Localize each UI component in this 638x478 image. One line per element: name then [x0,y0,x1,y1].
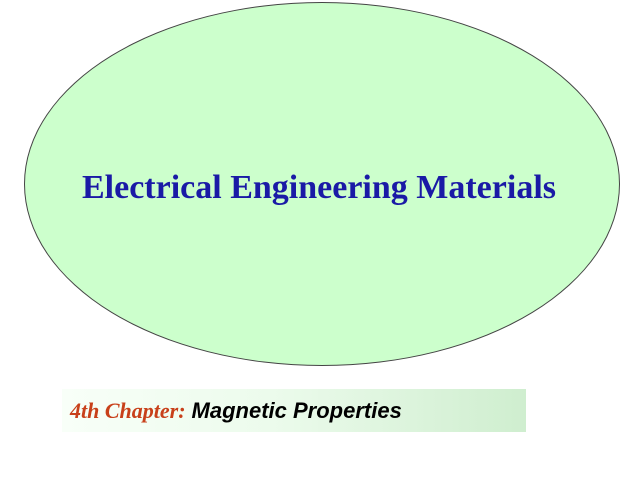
title-ellipse [24,2,620,366]
chapter-bar: 4th Chapter: Magnetic Properties [62,389,526,432]
chapter-label: 4th Chapter: [70,397,186,423]
slide-title: Electrical Engineering Materials [82,169,556,206]
chapter-topic: Magnetic Properties [191,397,402,423]
